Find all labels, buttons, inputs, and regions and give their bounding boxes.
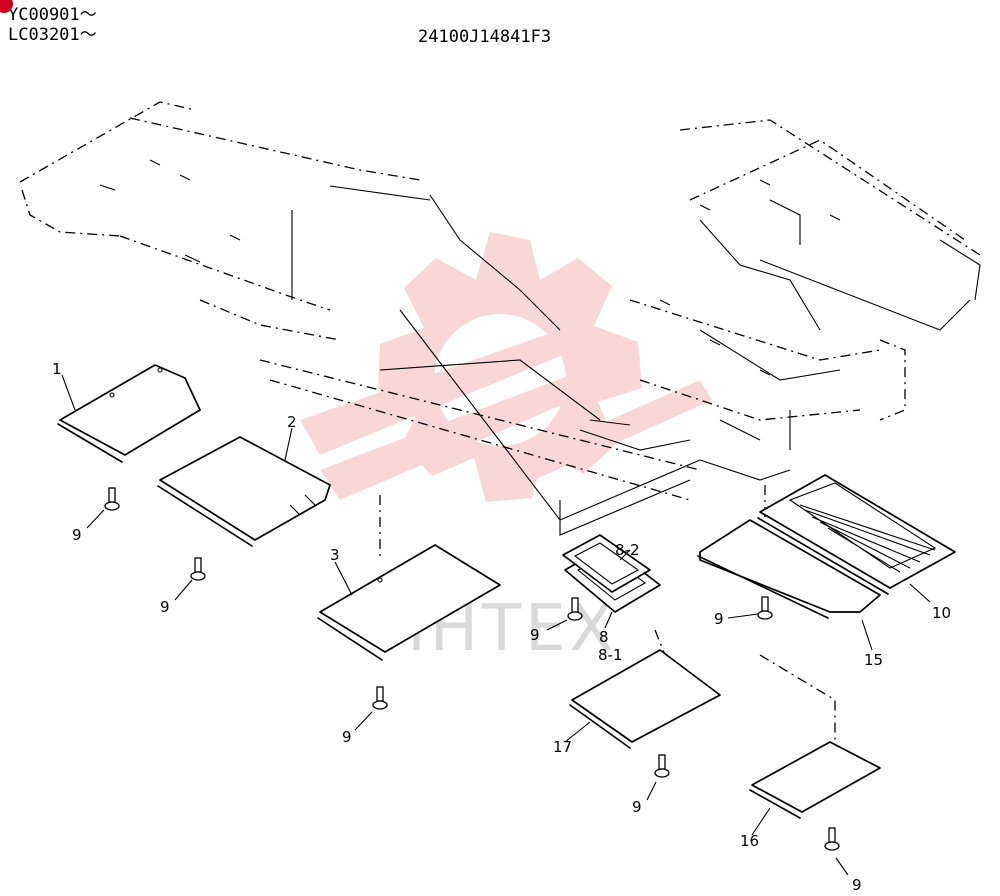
- callout-part-9-a: 9: [72, 526, 82, 544]
- part-8-gasket-frame: [562, 534, 661, 613]
- bolt-2-icon: [190, 557, 206, 581]
- leader-lines: [61, 374, 931, 876]
- bolt-3-icon: [372, 686, 388, 710]
- serial-range-1: YC00901～: [8, 5, 97, 25]
- bolt-5-icon: [757, 596, 773, 620]
- bolt-4-icon: [567, 597, 583, 621]
- part-17-cover-plate: [569, 649, 721, 749]
- callout-part-9-g: 9: [852, 876, 862, 894]
- callout-part-16: 16: [740, 832, 759, 850]
- bolt-6-icon: [654, 754, 670, 778]
- watermark-gear-logo: [300, 232, 712, 502]
- part-3-cover-plate: [317, 544, 501, 661]
- callout-part-9-f: 9: [632, 798, 642, 816]
- drawing-number: 24100J14841F3: [418, 27, 552, 47]
- bolt-7-icon: [824, 827, 840, 851]
- callout-part-15: 15: [864, 651, 883, 669]
- corner-marker-icon: [0, 0, 13, 13]
- callout-part-17: 17: [553, 738, 572, 756]
- serial-range-2: LC03201～: [8, 25, 97, 45]
- callout-part-8: 8: [599, 628, 609, 646]
- callout-part-10: 10: [932, 604, 951, 622]
- part-1-cover-plate: [57, 364, 201, 463]
- callout-part-9-b: 9: [160, 598, 170, 616]
- bolt-1-icon: [104, 487, 120, 511]
- part-15-cover-plate: [697, 519, 881, 619]
- callout-part-9-c: 9: [342, 728, 352, 746]
- callout-part-1: 1: [52, 360, 62, 378]
- callout-part-8-2: 8-2: [615, 541, 640, 559]
- callout-part-9-e: 9: [714, 610, 724, 628]
- callout-part-8-1: 8-1: [598, 646, 623, 664]
- callout-part-2: 2: [287, 413, 297, 431]
- chassis-frame-outline: [19, 101, 981, 745]
- bolt-group: [104, 487, 840, 851]
- callout-part-9-d: 9: [530, 626, 540, 644]
- part-2-cover-plate: [157, 436, 331, 547]
- callout-part-3: 3: [330, 546, 340, 564]
- part-16-cover-plate: [749, 741, 881, 819]
- part-10-grille: [757, 474, 956, 595]
